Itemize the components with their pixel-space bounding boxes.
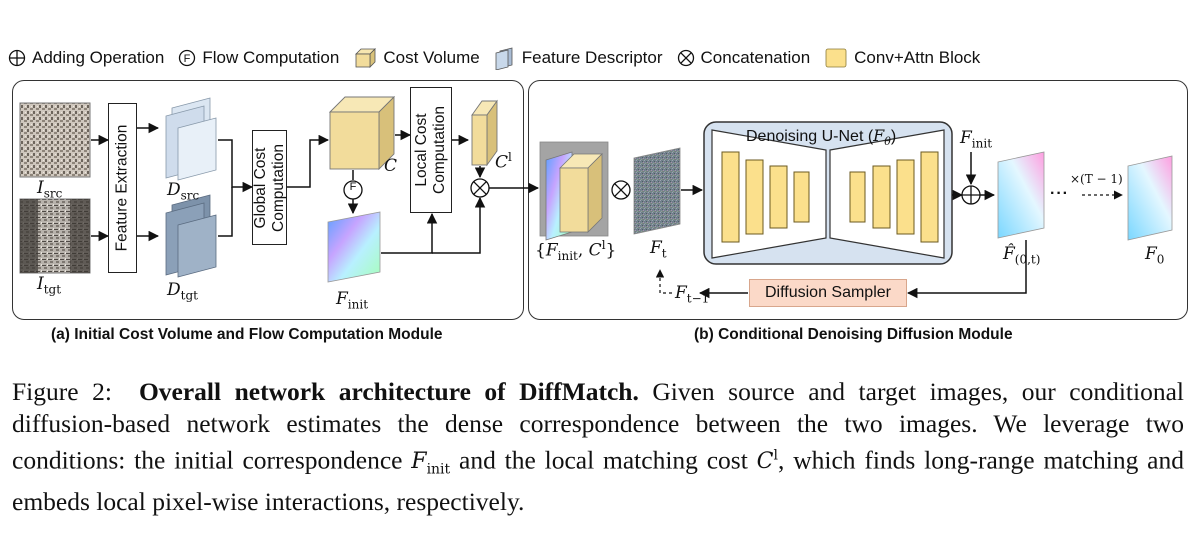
caption-bold: Overall network architecture of DiffMatc… — [138, 377, 639, 406]
noisy-flow-label: Ft — [650, 238, 667, 261]
condition-label: {Finit, Cl} — [535, 238, 617, 264]
legend-flow: F Flow Computation — [178, 48, 339, 68]
encoder-block — [793, 171, 810, 223]
decoder-block — [872, 165, 891, 229]
legend-adding-label: Adding Operation — [32, 48, 165, 67]
diffusion-sampler-label: Diffusion Sampler — [765, 284, 891, 301]
diffusion-sampler-box: Diffusion Sampler — [749, 279, 907, 307]
decoder-block — [920, 151, 939, 243]
panel-b-caption: (b) Conditional Denoising Diffusion Modu… — [694, 326, 1013, 343]
legend: Adding Operation F Flow Computation Cost… — [8, 44, 994, 72]
legend-conv-attn-label: Conv+Attn Block — [854, 48, 981, 67]
panel-a-caption: (a) Initial Cost Volume and Flow Computa… — [51, 326, 443, 343]
concat-node-b — [611, 180, 631, 200]
encoder-block — [769, 165, 788, 229]
predicted-flow-image — [997, 151, 1045, 239]
final-flow-label: F0 — [1145, 244, 1165, 267]
source-image — [19, 102, 91, 178]
target-image-label: Itgt — [37, 274, 62, 297]
adding-node — [961, 185, 981, 205]
legend-concat: Concatenation — [677, 48, 811, 68]
caption-part2: and the local matching cost — [450, 445, 757, 475]
global-cost-label: Global Cost Computation — [252, 144, 288, 232]
global-cost-line1: Global Cost — [251, 147, 269, 228]
local-cost-volume-label: Cl — [495, 150, 512, 173]
init-flow-image — [327, 211, 381, 283]
descriptor-icon — [495, 47, 513, 70]
local-cost-line1: Local Cost — [413, 113, 431, 187]
prev-flow-label: Ft−1 — [675, 283, 710, 306]
caption-lead: Figure 2: — [12, 377, 112, 406]
init-flow-label: Finit — [336, 289, 369, 312]
local-cost-label: Local Cost Computation — [413, 106, 449, 194]
oplus-icon — [8, 49, 26, 67]
concat-node-a — [470, 178, 490, 198]
legend-cost-volume: Cost Volume — [353, 47, 480, 69]
legend-conv-attn: Conv+Attn Block — [824, 47, 980, 69]
feature-extraction-box: Feature Extraction — [108, 103, 137, 273]
caption-part3: , which finds long-range matching and em… — [12, 445, 1184, 516]
source-descriptor-label: Dsrc — [167, 180, 200, 203]
feature-extraction-label: Feature Extraction — [113, 124, 131, 252]
unet-title-suffix: ) — [890, 128, 897, 145]
local-cost-volume — [471, 99, 498, 167]
legend-flow-label: Flow Computation — [202, 48, 340, 67]
predicted-flow-label: F̂(0,t) — [1003, 244, 1041, 267]
unet-encoder — [711, 129, 827, 259]
flow-computation-icon: F — [179, 49, 196, 67]
legend-feature-descriptor-label: Feature Descriptor — [521, 48, 663, 67]
svg-text:F: F — [184, 53, 191, 65]
unet-title: Denoising U-Net (Fθ) — [746, 126, 897, 149]
global-cost-box: Global Cost Computation — [252, 130, 287, 245]
noisy-flow-image — [633, 147, 681, 235]
cost-volume-cube — [328, 95, 396, 171]
source-descriptor-stack — [165, 97, 217, 181]
caption-part1: Given source and target images, our cond… — [12, 377, 1184, 475]
source-image-label: Isrc — [37, 178, 63, 201]
legend-feature-descriptor: Feature Descriptor — [494, 46, 663, 70]
local-cost-line2: Computation — [431, 106, 449, 194]
ellipsis: ··· — [1050, 185, 1069, 202]
final-flow-image — [1127, 155, 1173, 241]
encoder-block — [745, 159, 764, 235]
iteration-count: ×(T − 1) — [1070, 172, 1123, 186]
cube-icon — [355, 48, 377, 68]
architecture-diagram — [19, 95, 1173, 299]
figure-caption: Figure 2: Overall network architecture o… — [12, 377, 1184, 516]
decoder-block — [849, 171, 866, 223]
target-descriptor-label: Dtgt — [167, 280, 198, 303]
cost-volume-label: C — [384, 156, 398, 176]
legend-adding: Adding Operation — [8, 48, 164, 68]
unet-title-prefix: Denoising U-Net ( — [746, 128, 874, 145]
legend-cost-volume-label: Cost Volume — [383, 48, 480, 67]
target-descriptor-stack — [165, 194, 217, 278]
otimes-icon — [677, 49, 694, 67]
local-cost-box: Local Cost Computation — [410, 87, 452, 213]
encoder-block — [721, 151, 740, 243]
conv-block-icon — [825, 48, 847, 68]
legend-concat-label: Concatenation — [700, 48, 811, 67]
decoder-block — [896, 159, 915, 235]
flow-node-letter: F — [349, 181, 357, 193]
global-cost-line2: Computation — [269, 143, 287, 232]
unet-init-flow-label: Finit — [960, 128, 993, 151]
